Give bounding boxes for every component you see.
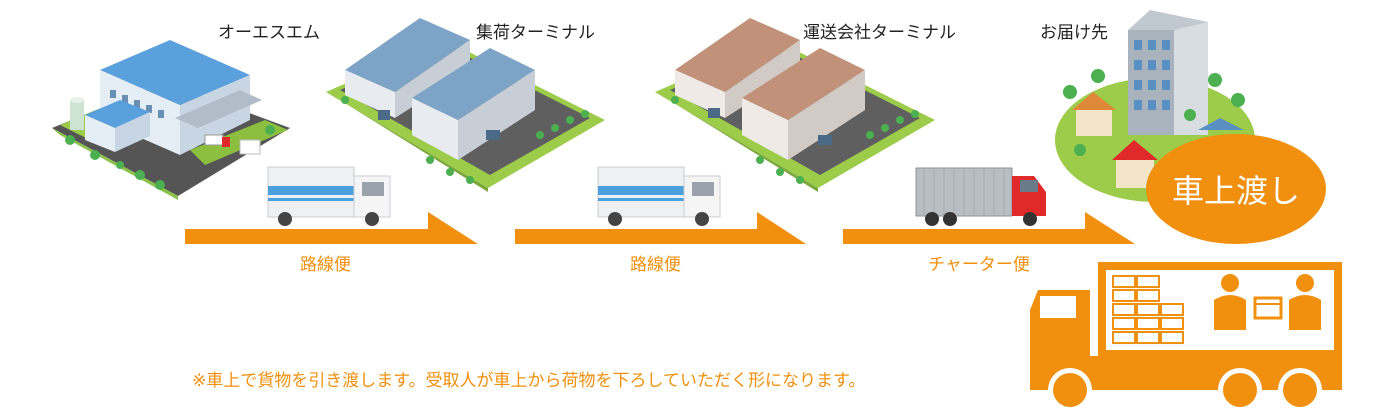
collection-terminal-illustration — [326, 18, 605, 192]
stage-label-destination: お届け先 — [1040, 23, 1108, 43]
route-label-3: チャーター便 — [928, 255, 1030, 275]
route-arrow-2 — [515, 212, 806, 244]
stage-label-collection-terminal: 集荷ターミナル — [476, 23, 595, 43]
handover-note: ※車上で貨物を引き渡します。受取人が車上から荷物を下ろしていただく形になります。 — [192, 371, 866, 391]
charter-truck — [915, 167, 1046, 226]
handover-truck-illustration — [1030, 262, 1342, 412]
route-arrow-3 — [843, 212, 1135, 244]
stage-label-osm: オーエスエム — [218, 23, 320, 43]
handover-badge-text: 車上渡し — [1171, 172, 1300, 210]
handover-badge: 車上渡し — [1146, 134, 1326, 244]
route-label-1: 路線便 — [300, 255, 351, 275]
route-truck-1 — [267, 166, 391, 226]
route-arrow-1 — [185, 212, 478, 244]
route-label-2: 路線便 — [630, 255, 681, 275]
osm-factory-illustration — [52, 40, 290, 200]
route-truck-2 — [597, 166, 721, 226]
stage-label-carrier-terminal: 運送会社ターミナル — [803, 23, 956, 43]
carrier-terminal-illustration — [655, 18, 935, 192]
